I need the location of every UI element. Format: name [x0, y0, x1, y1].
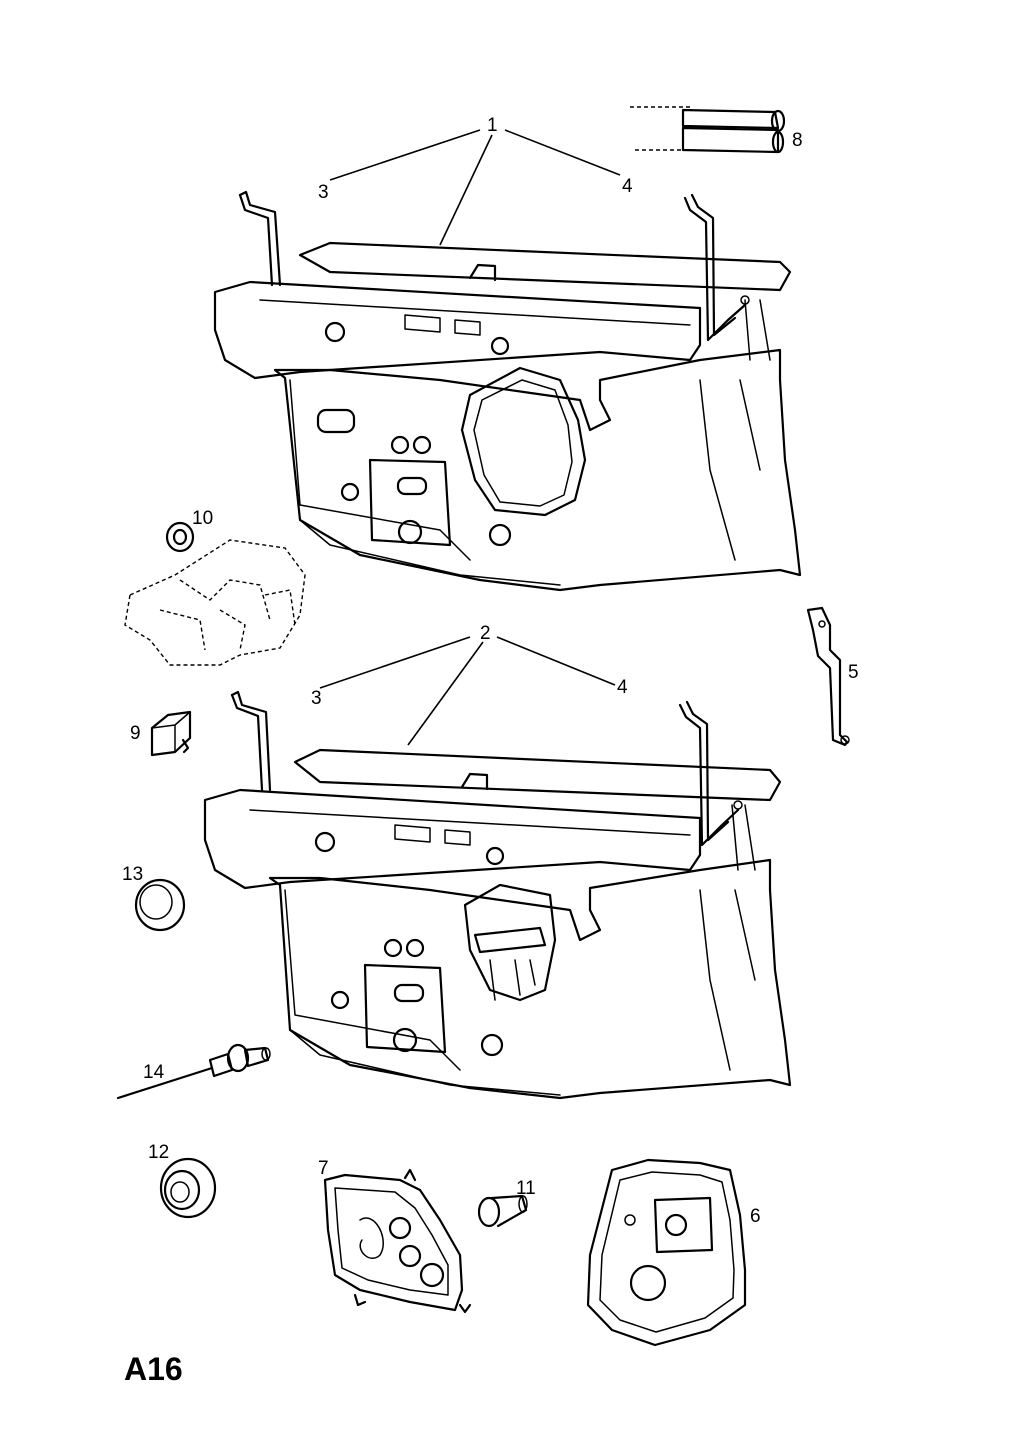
callout-1: 1 [487, 115, 498, 136]
lock-mechanism-dashed [124, 539, 306, 666]
rod-4-lower [678, 700, 743, 847]
callout-labels: 1 3 4 8 10 2 3 4 5 9 13 14 12 7 11 6 [122, 115, 859, 1227]
grommet-part-10 [165, 521, 195, 553]
clip-part-9 [150, 710, 192, 757]
callout-12: 12 [148, 1142, 169, 1163]
diagram-code: A16 [124, 1351, 183, 1387]
rivet-part-14 [116, 1043, 271, 1100]
door-inner-panel-lower [203, 636, 792, 1100]
grommet-part-12 [159, 1157, 217, 1219]
callout-6: 6 [750, 1206, 761, 1227]
weatherstrip-part-8 [630, 106, 786, 154]
rod-4-upper [683, 193, 750, 342]
rod-3-upper [238, 190, 282, 287]
seal-sheet-part-6 [586, 1158, 747, 1347]
callout-3-upper: 3 [318, 182, 329, 203]
bracket-part-5 [806, 606, 850, 747]
rod-3-lower [230, 690, 272, 792]
callout-4-lower: 4 [617, 677, 628, 698]
callout-2: 2 [480, 623, 491, 644]
callout-3-lower: 3 [311, 688, 322, 709]
callout-9: 9 [130, 723, 141, 744]
callout-5: 5 [848, 662, 859, 683]
callout-14: 14 [143, 1062, 165, 1083]
plug-part-13 [134, 878, 186, 932]
callout-10: 10 [192, 508, 213, 529]
callout-7: 7 [318, 1158, 329, 1179]
callout-8: 8 [792, 130, 803, 151]
door-inner-panel-upper [213, 129, 802, 592]
callout-13: 13 [122, 864, 143, 885]
callout-11: 11 [516, 1178, 536, 1199]
screw-part-11 [477, 1194, 528, 1228]
cover-plate-part-7 [323, 1168, 472, 1314]
callout-4-upper: 4 [622, 176, 633, 197]
